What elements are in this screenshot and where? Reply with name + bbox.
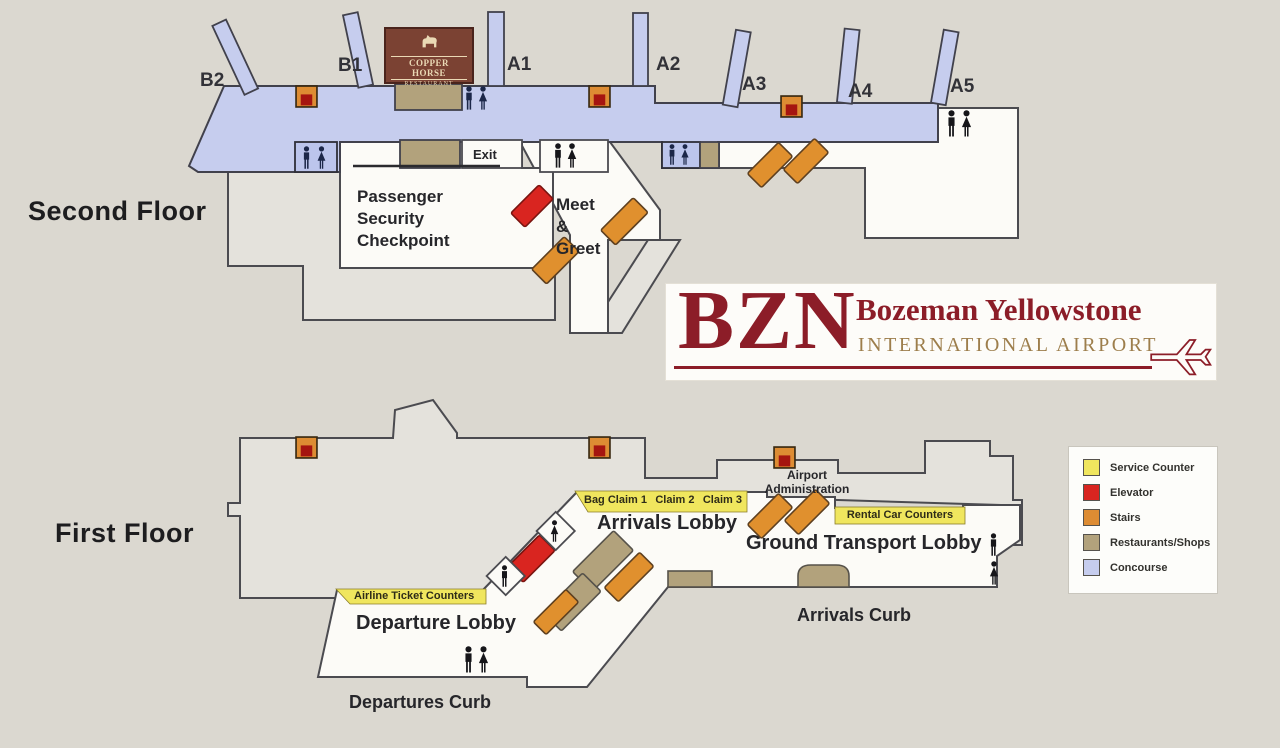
jet-bridge-a1: [487, 11, 505, 87]
arrivals-curb-label: Arrivals Curb: [797, 605, 912, 625]
horse-icon: [422, 35, 437, 48]
gate-label-a1: A1: [507, 54, 532, 75]
lobbies-outline: [316, 491, 1021, 688]
bag-claim-counter: [574, 490, 748, 513]
map-legend: Service Counter Elevator Stairs Restaura…: [1068, 446, 1218, 594]
elevator-second-floor: [510, 184, 554, 228]
airport-logo: BZN Bozeman Yellowstone INTERNATIONAL AI…: [665, 274, 1217, 381]
stairs-icon: [588, 436, 611, 459]
stairs-icon: [295, 85, 318, 108]
logo-name: Bozeman Yellowstone: [856, 292, 1142, 327]
meet-greet-label: Meet & Greet: [556, 194, 600, 260]
departures-curb-label: Departures Curb: [349, 692, 492, 712]
jet-bridge-a2: [632, 12, 649, 87]
shop-by-a2: [699, 141, 720, 169]
service-counter-swatch: [1083, 459, 1100, 476]
gate-label-a4: A4: [848, 81, 873, 102]
bag-claim-2-label: Claim 2: [655, 494, 695, 506]
legend-label: Service Counter: [1110, 461, 1195, 474]
bag-claim-1-label: Bag Claim 1: [584, 494, 647, 506]
gate-label-a5: A5: [950, 76, 975, 97]
security-line-1: Passenger: [357, 187, 443, 206]
meet-greet-funnel: [518, 141, 661, 334]
jet-bridge-a3: [721, 28, 752, 109]
diagonal-stairs: [533, 589, 579, 635]
restaurant-sign-name: COPPER HORSE: [391, 56, 467, 80]
first-floor-label: First Floor: [55, 518, 194, 548]
jet-bridge-b2: [211, 18, 260, 96]
legend-label: Concourse: [1110, 561, 1168, 574]
legend-label: Stairs: [1110, 511, 1141, 524]
gate-label-a2: A2: [656, 54, 681, 75]
bag-claim-labels: Bag Claim 1 Claim 2 Claim 3: [584, 494, 742, 506]
admin-line-1: Airport: [787, 468, 827, 482]
security-line-3: Checkpoint: [357, 231, 450, 251]
arrivals-lobby-label: Arrivals Lobby: [597, 512, 738, 534]
airline-ticket-counter: [335, 588, 487, 605]
airline-ticket-label: Airline Ticket Counters: [354, 590, 475, 602]
second-floor-label: Second Floor: [28, 196, 207, 226]
shop-by-exit: [399, 139, 461, 169]
logo-rule: [674, 366, 1152, 369]
restroom-room-a2: [661, 141, 701, 169]
exit-label: Exit: [473, 147, 497, 162]
exit-room: [461, 139, 523, 169]
stairs-icon: [295, 436, 318, 459]
shop-arch: [797, 564, 850, 588]
meet-line-2: &: [556, 217, 569, 237]
legend-row-restaurants: Restaurants/Shops: [1083, 534, 1217, 551]
rental-car-counter: [834, 506, 966, 525]
meet-line-1: Meet: [556, 195, 595, 214]
airport-administration-label: Airport Administration: [742, 468, 872, 497]
jet-bridge-b1: [341, 11, 375, 89]
shop-on-curb: [667, 570, 713, 588]
diagonal-stairs: [531, 236, 580, 285]
meet-line-3: Greet: [556, 239, 601, 259]
legend-label: Elevator: [1110, 486, 1154, 499]
logo-subtitle: INTERNATIONAL AIRPORT: [858, 334, 1158, 356]
legend-row-elevator: Elevator: [1083, 484, 1217, 501]
diagonal-stairs: [600, 197, 649, 246]
concourse-swatch: [1083, 559, 1100, 576]
stairs-swatch: [1083, 509, 1100, 526]
diagonal-stairs: [784, 489, 830, 535]
airplane-icon: [1150, 339, 1212, 376]
second-floor-diagonal-band: [586, 239, 682, 334]
gate-label-b2: B2: [200, 70, 225, 91]
legend-row-service-counter: Service Counter: [1083, 459, 1217, 476]
jet-bridge-a5: [929, 28, 960, 107]
logo-code: BZN: [678, 274, 857, 367]
jet-bridge-a4: [835, 27, 861, 105]
stairs-icon: [780, 95, 803, 118]
gate-label-a3: A3: [742, 74, 767, 95]
stairs-icon: [588, 85, 611, 108]
restaurant-sign-subtitle: RESTAURANT: [404, 81, 454, 87]
departure-lobby-label: Departure Lobby: [356, 612, 517, 634]
first-floor-outline: [227, 398, 1023, 599]
stairs-icon: [773, 446, 796, 469]
security-checkpoint-label: Passenger Security Checkpoint: [357, 186, 450, 252]
diagonal-stairs: [747, 493, 793, 539]
bag-claim-3-label: Claim 3: [702, 494, 742, 506]
admin-line-2: Administration: [764, 482, 850, 497]
security-line-2: Security: [357, 209, 425, 229]
diagonal-stairs: [604, 552, 654, 602]
restaurants-swatch: [1083, 534, 1100, 551]
gate-label-b1: B1: [338, 55, 363, 76]
diagonal-stairs: [747, 142, 793, 188]
copper-horse-sign: COPPER HORSE RESTAURANT: [384, 27, 474, 87]
legend-label: Restaurants/Shops: [1110, 536, 1211, 549]
ground-transport-label: Ground Transport Lobby: [746, 532, 982, 554]
legend-row-stairs: Stairs: [1083, 509, 1217, 526]
restroom-room-west: [294, 141, 338, 173]
legend-row-concourse: Concourse: [1083, 559, 1217, 576]
elevator-swatch: [1083, 484, 1100, 501]
restaurant-shop-under-sign: [394, 83, 463, 111]
rental-car-label: Rental Car Counters: [846, 509, 954, 521]
diagonal-stairs: [783, 138, 829, 184]
